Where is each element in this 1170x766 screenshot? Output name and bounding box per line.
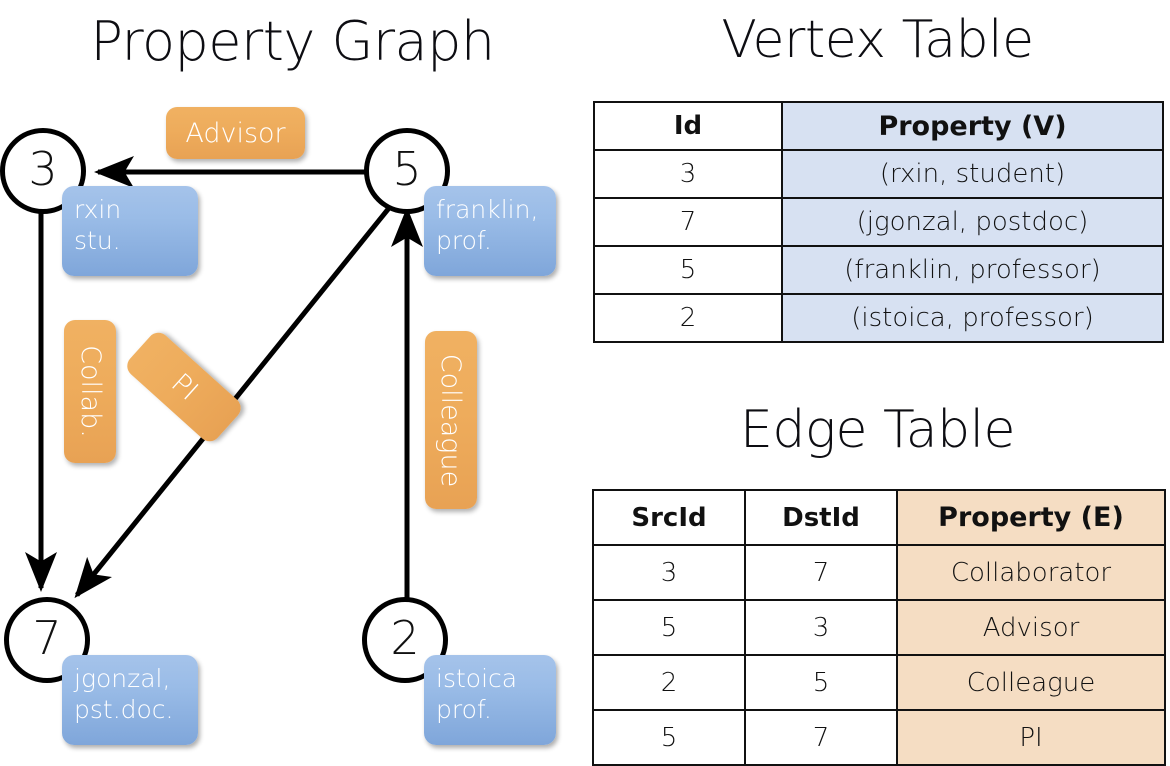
cell-property: Collaborator: [896, 544, 1166, 601]
cell-property: Colleague: [896, 654, 1166, 711]
cell-dstid: 3: [744, 599, 898, 656]
table-row[interactable]: 3 7 Collaborator: [592, 544, 1166, 601]
cell-id: 3: [593, 149, 783, 199]
cell-id: 7: [593, 197, 783, 247]
vertex-property-line: stu.: [74, 226, 121, 255]
edge-label-colleague[interactable]: Colleague: [425, 331, 477, 509]
edge-label-text: Collab.: [74, 345, 106, 438]
vertex-property-line: rxin: [74, 195, 122, 224]
edge-label-text: PI: [164, 367, 204, 407]
graph-node-5[interactable]: 5: [364, 128, 450, 214]
edge-label-text: Colleague: [435, 353, 467, 487]
vertex-property-line: pst.doc.: [74, 695, 174, 724]
cell-property: (franklin, professor): [781, 245, 1164, 295]
vertex-property-box-2[interactable]: istoica prof.: [424, 655, 556, 745]
cell-dstid: 5: [744, 654, 898, 711]
table-row[interactable]: 5 7 PI: [592, 709, 1166, 766]
table-row[interactable]: 7 (jgonzal, postdoc): [593, 197, 1164, 247]
table-row[interactable]: 5 (franklin, professor): [593, 245, 1164, 295]
vertex-property-line: jgonzal,: [74, 664, 171, 693]
cell-property: (rxin, student): [781, 149, 1164, 199]
table-row[interactable]: 2 5 Colleague: [592, 654, 1166, 711]
cell-dstid: 7: [744, 544, 898, 601]
edge-table: SrcId DstId Property (E) 3 7 Collaborato…: [592, 489, 1166, 766]
cell-property: (istoica, professor): [781, 293, 1164, 343]
edge-label-collab[interactable]: Collab.: [64, 320, 116, 463]
cell-srcid: 3: [592, 544, 746, 601]
table-header-row: Id Property (V): [593, 101, 1164, 151]
table-header-row: SrcId DstId Property (E): [592, 489, 1166, 546]
column-header-property-e: Property (E): [896, 489, 1166, 546]
vertex-property-box-3[interactable]: rxin stu.: [62, 186, 198, 276]
graph-node-2[interactable]: 2: [362, 597, 448, 683]
column-header-id: Id: [593, 101, 783, 151]
column-header-property-v: Property (V): [781, 101, 1164, 151]
page-title-vertex-table: Vertex Table: [721, 10, 1034, 70]
node-label: 7: [32, 611, 62, 665]
cell-property: PI: [896, 709, 1166, 766]
edge-label-text: Advisor: [185, 117, 286, 149]
vertex-property-line: franklin,: [436, 195, 539, 224]
page-title-property-graph: Property Graph: [90, 10, 495, 73]
vertex-property-line: istoica: [436, 664, 518, 693]
cell-srcid: 2: [592, 654, 746, 711]
cell-dstid: 7: [744, 709, 898, 766]
vertex-property-box-5[interactable]: franklin, prof.: [424, 186, 556, 276]
cell-property: (jgonzal, postdoc): [781, 197, 1164, 247]
cell-id: 5: [593, 245, 783, 295]
node-label: 5: [392, 142, 422, 196]
cell-srcid: 5: [592, 709, 746, 766]
edge-label-advisor[interactable]: Advisor: [166, 107, 305, 159]
node-label: 2: [390, 611, 420, 665]
node-label: 3: [28, 142, 58, 196]
cell-srcid: 5: [592, 599, 746, 656]
page-title-edge-table: Edge Table: [739, 400, 1016, 460]
cell-property: Advisor: [896, 599, 1166, 656]
table-row[interactable]: 3 (rxin, student): [593, 149, 1164, 199]
vertex-property-line: prof.: [436, 226, 492, 255]
column-header-dstid: DstId: [744, 489, 898, 546]
vertex-property-line: prof.: [436, 695, 492, 724]
vertex-property-box-7[interactable]: jgonzal, pst.doc.: [62, 655, 198, 745]
vertex-table: Id Property (V) 3 (rxin, student) 7 (jgo…: [593, 101, 1164, 343]
column-header-srcid: SrcId: [592, 489, 746, 546]
table-row[interactable]: 2 (istoica, professor): [593, 293, 1164, 343]
cell-id: 2: [593, 293, 783, 343]
table-row[interactable]: 5 3 Advisor: [592, 599, 1166, 656]
